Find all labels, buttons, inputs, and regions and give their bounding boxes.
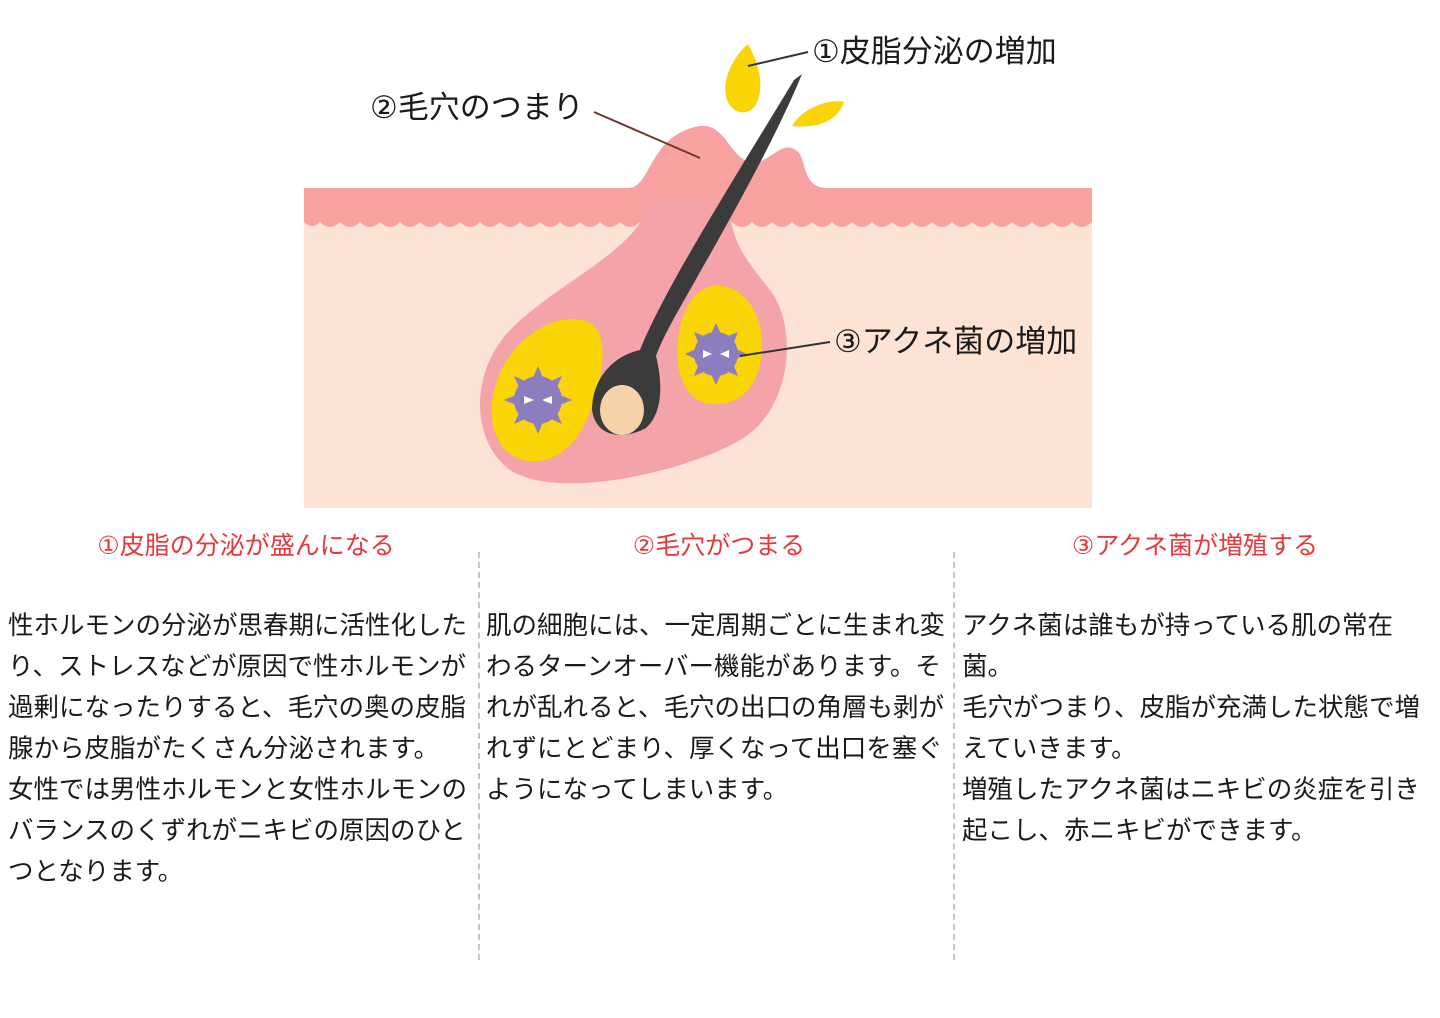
column-heading-pore: ②毛穴がつまる — [632, 531, 806, 560]
leader-line-pore — [593, 111, 701, 159]
hair-bulb — [600, 385, 644, 435]
column-divider — [478, 552, 480, 960]
column-divider — [953, 552, 955, 960]
paragraph: アクネ菌は誰もが持っている肌の常在菌。 — [962, 611, 1393, 682]
acne-formation-diagram: ①皮脂分泌の増加 ②毛穴のつまり ③アクネ菌の増加 — [304, 34, 1092, 508]
paragraph: 性ホルモンの分泌が思春期に活性化したり、ストレスなどが原因で性ホルモンが過剰にな… — [8, 611, 468, 764]
sebum-droplet-right — [792, 101, 844, 127]
skin-cross-section-illustration — [304, 44, 1092, 508]
column-body-sebum: 性ホルモンの分泌が思春期に活性化したり、ストレスなどが原因で性ホルモンが過剰にな… — [8, 606, 470, 893]
paragraph: 女性では男性ホルモンと女性ホルモンのバランスのくずれがニキビの原因のひとつとなり… — [8, 775, 468, 887]
paragraph: 肌の細胞には、一定周期ごとに生まれ変わるターンオーバー機能があります。それが乱れ… — [486, 611, 946, 805]
leader-line-bacteria — [739, 341, 831, 357]
sebum-droplet-left — [725, 44, 761, 113]
column-heading-sebum: ①皮脂の分泌が盛んになる — [97, 531, 395, 560]
leader-line-sebum — [747, 51, 809, 67]
label-sebum-increase: ①皮脂分泌の増加 — [812, 34, 1057, 70]
paragraph: 毛穴がつまり、皮脂が充満した状態で増えていきます。 — [962, 693, 1420, 764]
acne-bacteria-left — [504, 366, 572, 434]
hair-shaft — [592, 74, 802, 435]
label-acne-bacteria-increase: ③アクネ菌の増加 — [834, 324, 1078, 360]
column-body-pore: 肌の細胞には、一定周期ごとに生まれ変わるターンオーバー機能があります。それが乱れ… — [486, 606, 946, 811]
column-body-bacteria: アクネ菌は誰もが持っている肌の常在菌。 毛穴がつまり、皮脂が充満した状態で増えて… — [962, 606, 1422, 852]
epidermis-layer — [304, 125, 1092, 227]
label-pore-clog: ②毛穴のつまり — [370, 90, 584, 126]
paragraph: 増殖したアクネ菌はニキビの炎症を引き起こし、赤ニキビができます。 — [962, 775, 1420, 846]
column-heading-bacteria: ③アクネ菌が増殖する — [1071, 531, 1319, 560]
acne-bacteria-right — [685, 323, 747, 385]
